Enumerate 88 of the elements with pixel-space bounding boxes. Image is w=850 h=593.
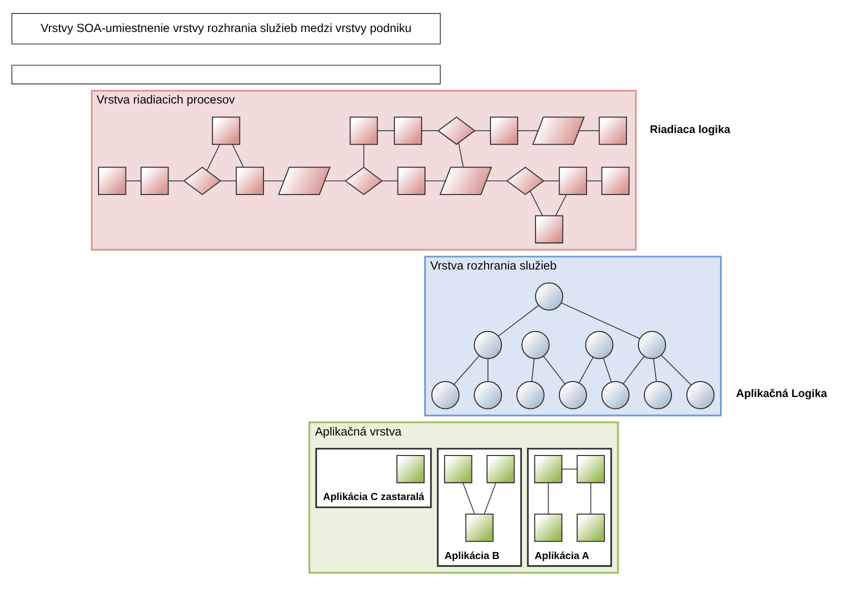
node-box [140, 166, 169, 195]
node-box [397, 166, 426, 195]
node-diamond [506, 166, 544, 196]
connector [487, 358, 488, 382]
connector [462, 482, 476, 514]
node-circle [644, 381, 672, 410]
node-circle [431, 381, 460, 410]
node-box [98, 166, 126, 195]
connector [168, 180, 184, 182]
connector [484, 482, 496, 514]
node-label: Aplikácia B [444, 550, 500, 562]
node-parallelogram [278, 166, 331, 195]
label: Riadiaca logika [650, 124, 730, 136]
connector [548, 482, 549, 514]
node-box [350, 116, 378, 145]
connector [363, 144, 364, 168]
node-circle [521, 330, 550, 360]
connector [486, 180, 508, 182]
node-label: Aplikácia A [534, 550, 590, 562]
node-box [601, 166, 630, 195]
connector [458, 142, 464, 168]
node-parallelogram [439, 166, 492, 195]
connector [555, 194, 567, 216]
connector [543, 356, 566, 384]
connector [518, 130, 538, 132]
node-box [490, 116, 518, 145]
node-box [576, 454, 605, 484]
connector [653, 358, 657, 382]
connector [544, 180, 560, 182]
node-circle [638, 330, 666, 360]
node-circle [516, 381, 545, 410]
connector [660, 354, 692, 386]
node-circle [474, 381, 502, 410]
node-box [236, 166, 264, 195]
cluster [436, 448, 522, 567]
cluster [315, 448, 432, 508]
connector [622, 356, 644, 384]
connector [232, 144, 244, 168]
node-circle [601, 381, 630, 410]
node-diamond [344, 166, 383, 196]
connector [421, 130, 438, 132]
node-box [212, 116, 240, 145]
node-circle [558, 381, 588, 410]
connector [474, 130, 491, 132]
node-label: Aplikácia C zastaralá [322, 492, 424, 504]
connector [578, 356, 594, 384]
node-box [576, 514, 605, 542]
cluster: Vrstva riadiacich procesov [90, 90, 637, 251]
connector [498, 305, 539, 336]
node-box [598, 116, 627, 145]
connector [560, 302, 640, 339]
connector [578, 130, 600, 132]
node-box [444, 454, 472, 484]
connector [220, 180, 236, 182]
node-box [394, 116, 422, 145]
node-box [534, 514, 562, 542]
node-box [396, 454, 425, 484]
connector [324, 180, 346, 182]
node-parallelogram [532, 116, 585, 145]
node-box [11, 64, 441, 84]
node-diamond [183, 166, 222, 196]
connector [586, 180, 602, 182]
connector [206, 144, 220, 171]
node-circle [686, 381, 715, 410]
connector [602, 358, 612, 382]
connector [561, 468, 578, 470]
node-box [558, 166, 588, 195]
node-circle [585, 330, 614, 360]
connector [125, 180, 142, 182]
node-box [465, 514, 494, 542]
connector [382, 180, 398, 182]
node-circle [474, 330, 502, 360]
cluster [527, 448, 612, 567]
connector [263, 180, 284, 182]
node-circle [535, 282, 564, 311]
node-box [486, 454, 515, 484]
connector [425, 180, 446, 182]
node-diamond [437, 116, 476, 145]
connector [377, 130, 395, 132]
label: Aplikačná Logika [736, 388, 828, 400]
connector [590, 482, 592, 514]
node-box [535, 215, 564, 244]
connector [530, 190, 544, 216]
connector [454, 355, 480, 385]
node-box [534, 454, 562, 484]
connector [531, 358, 535, 382]
node-box: Vrstvy SOA-umiestnenie vrstvy rozhrania služieb medzi vrstvy podniku [11, 12, 441, 44]
cluster: Vrstva rozhrania služieb [424, 256, 722, 416]
